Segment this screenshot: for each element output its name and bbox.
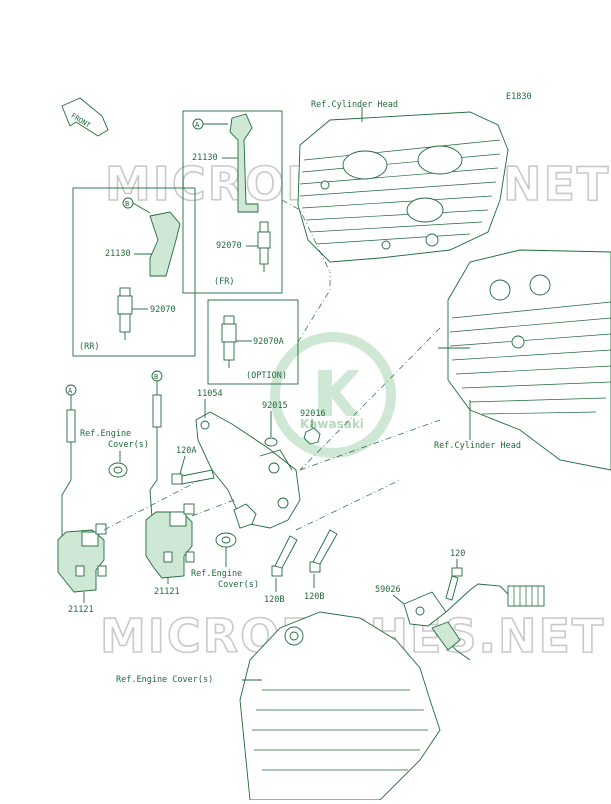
- part-21121-front: 21121: [68, 605, 94, 615]
- ignition-coil-front: [57, 523, 107, 593]
- part-120: 120: [450, 549, 465, 559]
- bolt-120b-left: [271, 535, 298, 577]
- ignition-coil-rear: [145, 503, 195, 579]
- callout-a-fr: A: [195, 121, 200, 129]
- callout-b: B: [154, 373, 158, 381]
- part-92070-rr: 92070: [150, 305, 176, 315]
- tag-option: (OPTION): [246, 371, 287, 381]
- part-92070a: 92070A: [253, 337, 284, 347]
- coil-bracket: [195, 411, 301, 529]
- ref-cylinder-head-right: Ref.Cylinder Head: [434, 441, 521, 451]
- bolt-120b-right: [309, 529, 338, 573]
- box-front-plug: A 21130 92070 (FR): [182, 110, 283, 294]
- washer-92015: [264, 437, 278, 447]
- kawasaki-logo: Kawasaki: [270, 332, 396, 458]
- bolt-120: [445, 567, 463, 601]
- ref-engine-cover-bottom: Ref.Engine Cover(s): [116, 675, 213, 685]
- ref-engine-cover-left-1: Ref.Engine: [80, 429, 131, 439]
- diagram-code: E1830: [506, 92, 532, 102]
- part-92070-fr: 92070: [216, 241, 242, 251]
- bolt-120a: [171, 469, 215, 485]
- dash-leader: [299, 419, 441, 471]
- dash-leader: [281, 199, 331, 273]
- dash-leader: [297, 272, 331, 343]
- part-11054: 11054: [197, 389, 223, 399]
- dash-leader: [295, 479, 401, 531]
- box-option-plug: 92070A (OPTION): [207, 299, 299, 385]
- cylinder-head-rear: [447, 249, 611, 471]
- callout-b-rr: B: [125, 200, 129, 208]
- part-59026: 59026: [375, 585, 401, 595]
- part-120b-1: 120B: [264, 595, 284, 605]
- nut-92016: [303, 427, 321, 445]
- callout-a: A: [68, 387, 73, 395]
- ref-engine-cover-mid-2: Cover(s): [218, 580, 259, 590]
- ref-engine-cover-left-2: Cover(s): [108, 440, 149, 450]
- part-21130-fr: 21130: [192, 153, 218, 163]
- lead-wire-b: B: [149, 370, 163, 519]
- dash-leader: [103, 479, 201, 531]
- dash-leader: [191, 499, 235, 517]
- sensor-59026: [403, 583, 545, 661]
- part-21130-rr: 21130: [105, 249, 131, 259]
- front-arrow-icon: FRONT: [61, 97, 109, 137]
- part-92015: 92015: [262, 401, 288, 411]
- box-rear-plug: B 21130 92070 (RR): [72, 187, 196, 357]
- part-120b-2: 120B: [304, 592, 324, 602]
- ref-engine-cover-mid-1: Ref.Engine: [191, 569, 242, 579]
- cylinder-head-top: [297, 111, 509, 263]
- logo-text: Kawasaki: [300, 417, 364, 431]
- part-120a: 120A: [176, 446, 196, 456]
- tag-rr: (RR): [79, 342, 99, 352]
- tag-fr: (FR): [214, 277, 234, 287]
- ref-cylinder-head-top: Ref.Cylinder Head: [311, 100, 398, 110]
- part-21121-rear: 21121: [154, 587, 180, 597]
- lead-wire-a: A: [61, 384, 77, 540]
- engine-cover-bottom: [239, 611, 441, 801]
- part-92016: 92016: [300, 409, 326, 419]
